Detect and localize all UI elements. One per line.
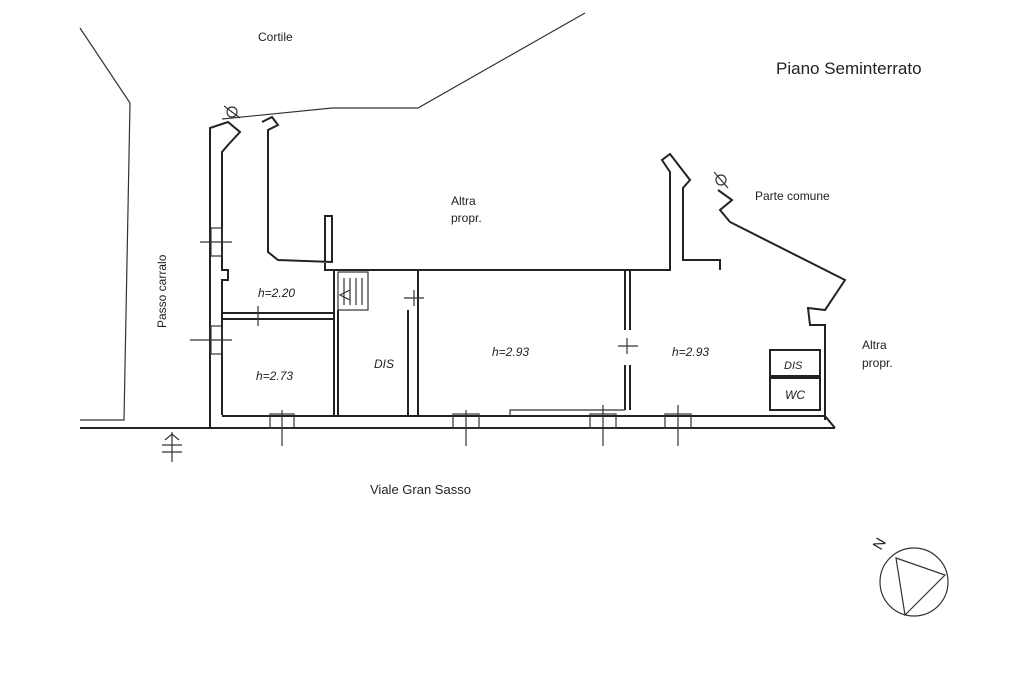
entrance-icon	[162, 432, 182, 462]
dis-label: DIS	[374, 357, 394, 371]
other-property-top-line1: Altra	[451, 194, 476, 208]
other-property-right-line1: Altra	[862, 338, 887, 352]
interior-partitions	[222, 270, 821, 416]
entrance-icon	[223, 105, 241, 119]
entrance-symbols	[162, 105, 729, 462]
other-property-right-line2: propr.	[862, 356, 893, 370]
north-arrow: N	[870, 535, 949, 617]
plan-title: Piano Seminterrato	[776, 59, 922, 78]
dis-label: DIS	[784, 360, 803, 372]
north-label: N	[870, 535, 890, 553]
windows	[190, 227, 692, 446]
driveway-label: Passo carralo	[155, 254, 169, 328]
entrance-icon	[713, 171, 729, 189]
courtyard-label: Cortile	[258, 30, 293, 44]
wc-label: WC	[785, 388, 805, 402]
common-part-label: Parte comune	[755, 189, 830, 203]
room-height-label: h=2.93	[492, 345, 529, 359]
street-label: Viale Gran Sasso	[370, 482, 471, 497]
room-height-label: h=2.20	[258, 286, 295, 300]
room-height-label: h=2.73	[256, 369, 293, 383]
site-boundary	[79, 12, 586, 429]
other-property-top-line2: propr.	[451, 211, 482, 225]
room-height-label: h=2.93	[672, 345, 709, 359]
building-walls	[209, 115, 847, 429]
